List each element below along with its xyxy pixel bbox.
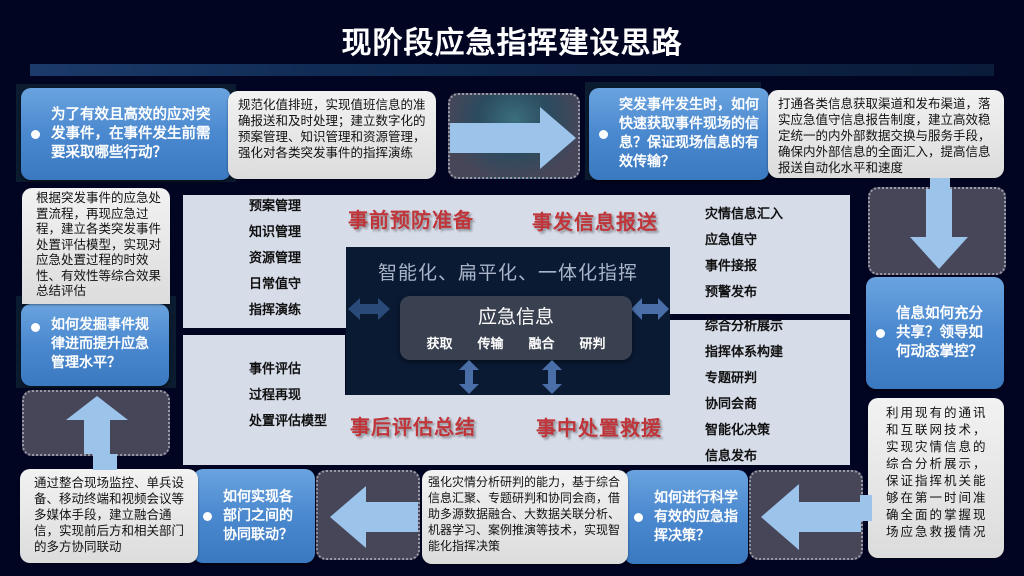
bullet-icon	[31, 323, 40, 332]
pre-item: 知识管理	[249, 225, 302, 240]
question-text-6: 如何发掘事件规律进而提升应急管理水平？	[51, 317, 149, 371]
question-box-4: 如何进行科学有效的应急指挥决策？	[624, 470, 748, 564]
arrow-panel-1	[448, 93, 580, 179]
question-text-4: 如何进行科学有效的应急指挥决策？	[654, 489, 738, 544]
phase-panel-pre	[183, 195, 346, 328]
title-band	[30, 64, 994, 76]
page-title: 现阶段应急指挥建设思路	[341, 26, 683, 61]
description-box-4: 强化灾情分析研判的能力，基于综合信息汇聚、专题研判和协同会商，借助多源数据融合、…	[422, 470, 628, 564]
post-items: 事件评估 过程再现 处置评估模型	[249, 357, 327, 435]
phase-panel-report	[670, 195, 850, 314]
core-items: 获取 传输 融合 研判	[400, 329, 632, 352]
phase-label-report: 事发信息报送	[532, 210, 658, 234]
question-box-1: 为了有效且高效的应对突发事件，在事件发生前需要采取哪些行动？	[21, 88, 231, 180]
double-arrow-vertical-right-icon	[542, 360, 562, 394]
core-item-acquire: 获取	[426, 337, 453, 352]
core-title: 应急信息	[477, 306, 554, 328]
description-box-2: 打通各类信息获取渠道和发布渠道，落实应急值守信息报告制度，建立高效稳定统一的内外…	[768, 90, 1004, 178]
double-arrow-horizontal-right-icon	[631, 298, 669, 320]
post-item: 事件评估	[249, 362, 302, 377]
question-text-1: 为了有效且高效的应对突发事件，在事件发生前需要采取哪些行动？	[51, 106, 211, 161]
bullet-icon	[876, 328, 885, 338]
during-item: 信息发布	[705, 449, 758, 464]
arrow-up-icon	[66, 396, 128, 454]
bullet-icon	[31, 129, 40, 139]
arrow-left-icon	[761, 484, 861, 550]
center-slogan: 智能化、扁平化、一体化指挥	[377, 262, 638, 284]
phase-panel-during	[670, 320, 850, 465]
pre-item: 预案管理	[249, 199, 302, 214]
during-item: 综合分析展示	[705, 319, 784, 334]
question-box-3: 信息如何充分共享？领导如何动态掌控？	[866, 277, 1004, 389]
phase-panel-post-label-area	[345, 395, 511, 465]
bullet-icon	[634, 512, 643, 522]
post-item: 处置评估模型	[249, 414, 328, 429]
arrow-panel-5	[22, 390, 170, 456]
during-item: 智能化决策	[705, 423, 771, 438]
report-item: 预警发布	[705, 285, 758, 300]
core-item-analyze: 研判	[579, 337, 606, 352]
phase-label-pre: 事前预防准备	[348, 208, 474, 232]
description-box-5: 通过整合现场监控、单兵设备、移动终端和视频会议等多媒体手段，建立融合通信，实现前…	[20, 469, 198, 563]
description-box-3: 利用现有的通讯和互联网技术，实现灾情信息的综合分析展示，保证指挥机关能够在第一时…	[868, 398, 1004, 558]
phase-panel-report-label-area	[510, 195, 670, 247]
question-box-2: 突发事件发生时，如何快速获取事件现场的信息？保证现场信息的有效传输？	[589, 88, 769, 180]
report-item: 应急值守	[705, 233, 758, 248]
core-item-transmit: 传输	[477, 337, 504, 352]
pre-item: 资源管理	[249, 251, 302, 266]
question-box-6: 如何发掘事件规律进而提升应急管理水平？	[21, 304, 169, 386]
pre-item: 日常值守	[249, 277, 302, 292]
during-items: 综合分析展示 指挥体系构建 专题研判 协同会商 智能化决策 信息发布	[705, 314, 783, 470]
arrow-panel-4	[316, 470, 420, 560]
report-item: 事件接报	[705, 259, 758, 274]
arrow-panel-3	[749, 470, 863, 560]
during-item: 专题研判	[705, 371, 758, 386]
arrow-panel-2	[868, 187, 1006, 275]
phase-label-during: 事中处置救援	[536, 416, 662, 440]
phase-panel-during-label-area	[510, 395, 670, 465]
arrow-up-stem	[93, 454, 117, 470]
arrow-right-icon	[450, 107, 576, 169]
phase-label-post: 事后评估总结	[350, 415, 476, 439]
core-info-box: 应急信息 获取 传输 融合 研判	[400, 296, 632, 360]
question-text-2: 突发事件发生时，如何快速获取事件现场的信息？保证现场信息的有效传输？	[619, 97, 759, 170]
question-text-5: 如何实现各部门之间的协同联动？	[223, 488, 293, 543]
double-arrow-horizontal-left-icon	[348, 298, 390, 320]
pre-item: 指挥演练	[249, 303, 302, 318]
report-item: 灾情信息汇入	[705, 207, 784, 222]
description-box-6: 根据突发事件的应急处置流程，再现应急过程，建立各类突发事件处置评估模型，实现对应…	[22, 188, 170, 304]
bullet-icon	[203, 511, 212, 521]
post-item: 过程再现	[249, 388, 302, 403]
description-box-1: 规范化值排班，实现值班信息的准确报送和及时处理；建立数字化的预案管理、知识管理和…	[228, 91, 436, 179]
during-item: 指挥体系构建	[705, 345, 784, 360]
question-box-5: 如何实现各部门之间的协同联动？	[193, 469, 315, 563]
pre-items: 预案管理 知识管理 资源管理 日常值守 指挥演练	[249, 194, 301, 324]
question-text-3: 信息如何充分共享？领导如何动态掌控？	[896, 305, 983, 360]
report-items: 灾情信息汇入 应急值守 事件接报 预警发布	[705, 202, 783, 306]
double-arrow-vertical-left-icon	[459, 360, 479, 394]
arrow-left-icon	[330, 486, 418, 548]
arrow-left-stem	[860, 495, 872, 521]
core-item-fuse: 融合	[528, 337, 555, 352]
phase-panel-post	[183, 335, 345, 465]
arrow-down-stem	[930, 178, 950, 190]
bullet-icon	[599, 129, 608, 139]
arrow-down-icon	[910, 189, 968, 269]
during-item: 协同会商	[705, 397, 758, 412]
phase-panel-pre-label-area	[346, 195, 510, 247]
